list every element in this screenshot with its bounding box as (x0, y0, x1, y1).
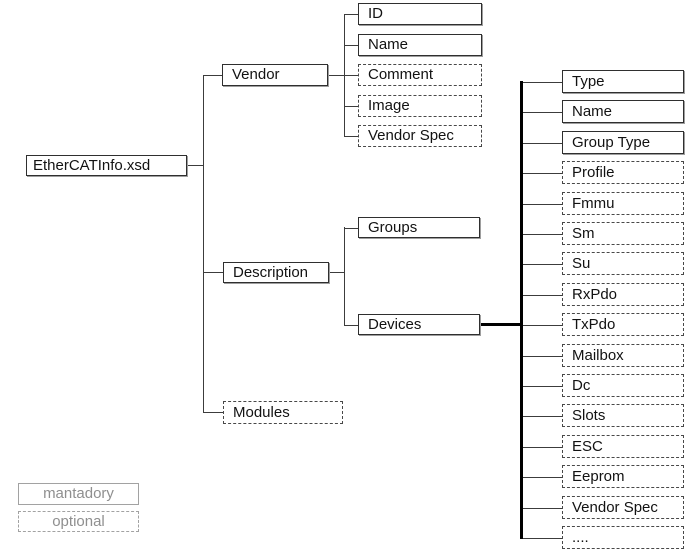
tree-node-root-modules: Modules (223, 401, 343, 424)
tree-node-vendor-vendor-spec: Vendor Spec (358, 125, 482, 147)
tree-node-devices-txpdo: TxPdo (562, 313, 684, 336)
tree-node-devices-esc: ESC (562, 435, 684, 458)
connector-line (523, 356, 562, 357)
connector-line (523, 264, 562, 265)
tree-node-devices-type: Type (562, 70, 684, 93)
connector-line (344, 45, 358, 46)
tree-node-devices-eeprom: Eeprom (562, 465, 684, 488)
connector-line (344, 325, 358, 326)
tree-node-root-ethercatinfo-xsd: EtherCATInfo.xsd (26, 155, 187, 176)
tree-node-devices-su: Su (562, 252, 684, 275)
connector-line (203, 75, 204, 413)
connector-line (523, 204, 562, 205)
connector-line (523, 82, 562, 83)
connector-line (523, 447, 562, 448)
connector-line (203, 75, 223, 76)
connector-line (203, 412, 224, 413)
tree-node-devices-profile: Profile (562, 161, 684, 184)
tree-node-vendor-name: Name (358, 34, 482, 56)
connector-line (344, 14, 358, 15)
tree-node-devices-group-type: Group Type (562, 131, 684, 154)
tree-node-vendor-id: ID (358, 3, 482, 25)
tree-node-devices-slots: Slots (562, 404, 684, 427)
tree-node-devices-fmmu: Fmmu (562, 192, 684, 215)
connector-line (523, 416, 562, 417)
connector-line (523, 538, 562, 539)
tree-node-root-description: Description (223, 262, 329, 283)
tree-node-devices-more: .... (562, 526, 684, 549)
connector-line (523, 112, 562, 113)
connector-line (187, 165, 204, 166)
connector-line (344, 106, 358, 107)
tree-node-root-vendor: Vendor (222, 64, 328, 86)
connector-line (523, 173, 562, 174)
connector-line (329, 272, 345, 273)
tree-node-devices-dc: Dc (562, 374, 684, 397)
tree-node-devices-rxpdo: RxPdo (562, 283, 684, 306)
connector-line (480, 323, 523, 326)
connector-line (520, 81, 523, 539)
legend-mandatory: mantadory (18, 483, 139, 505)
connector-line (523, 386, 562, 387)
connector-line (344, 227, 345, 325)
connector-line (344, 136, 358, 137)
connector-line (203, 272, 224, 273)
connector-line (523, 143, 562, 144)
tree-node-vendor-image: Image (358, 95, 482, 117)
connector-line (344, 228, 358, 229)
connector-line (523, 508, 562, 509)
tree-node-description-groups: Groups (358, 217, 480, 238)
connector-line (523, 295, 562, 296)
tree-node-description-devices: Devices (358, 314, 480, 335)
tree-node-devices-mailbox: Mailbox (562, 344, 684, 367)
tree-node-devices-vendor-spec: Vendor Spec (562, 496, 684, 519)
tree-node-devices-sm: Sm (562, 222, 684, 245)
legend-optional: optional (18, 511, 139, 532)
tree-node-devices-name: Name (562, 100, 684, 123)
tree-node-vendor-comment: Comment (358, 64, 482, 86)
connector-line (344, 75, 358, 76)
connector-line (523, 477, 562, 478)
connector-line (523, 234, 562, 235)
connector-line (523, 325, 562, 326)
connector-line (328, 75, 358, 76)
